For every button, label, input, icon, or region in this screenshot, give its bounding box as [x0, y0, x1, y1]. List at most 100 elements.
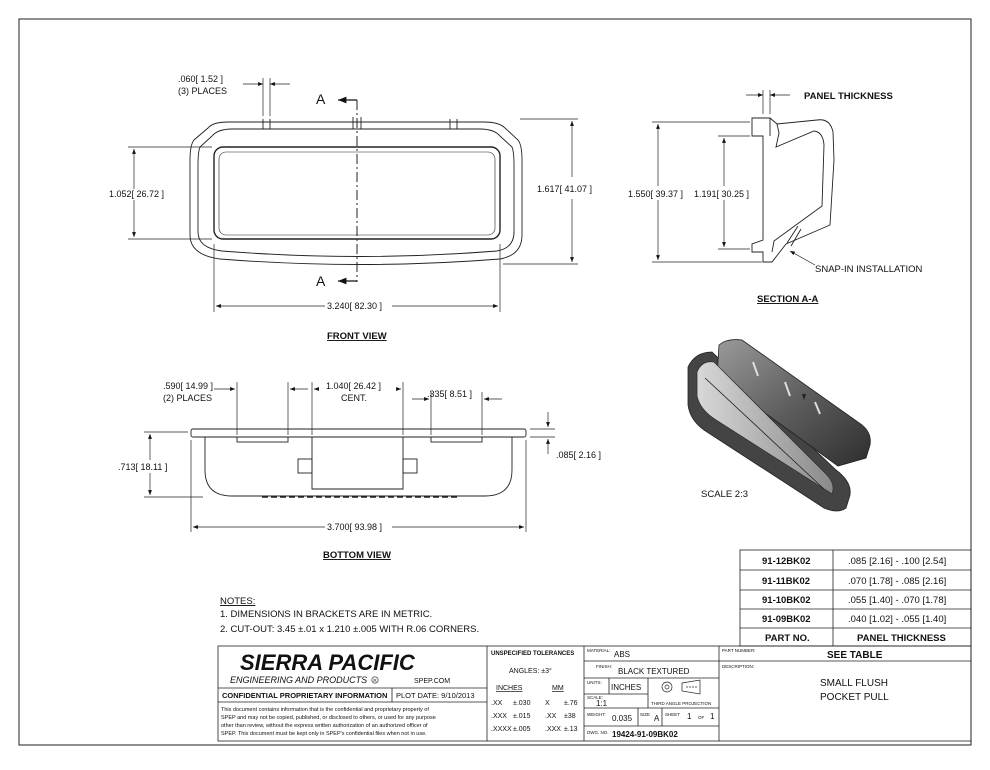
disclaimer-line-4: SPEP. This document must be kept only in… [221, 731, 427, 737]
description-label: DESCRIPTION: [722, 664, 754, 669]
tolerances-heading: UNSPECIFIED TOLERANCES [491, 651, 574, 657]
partnumber-value: SEE TABLE [827, 650, 883, 661]
dim-section-inner: 1.191[ 30.25 ] [694, 189, 749, 199]
size-label: SIZE [640, 712, 650, 717]
part-row-1-thickness: .085 [2.16] - .100 [2.54] [848, 556, 946, 567]
front-view [189, 117, 523, 265]
tol-row-3-mm-fmt: .XXX [545, 726, 561, 733]
tol-row-3-in-val: ±.005 [513, 726, 531, 733]
part-row-4-thickness: .040 [1.02] - .055 [1.40] [848, 614, 946, 625]
sheet-border [18, 18, 972, 746]
part-row-1-number: 91-12BK02 [762, 556, 811, 567]
part-table [739, 549, 972, 647]
tol-row-1-mm-fmt: X [545, 700, 550, 707]
projection-symbol-icon [661, 679, 701, 695]
dim-front-width: 3.240[ 82.30 ] [327, 301, 382, 311]
dim-tabs-places: (2) PLACES [163, 393, 212, 403]
dim-slot-width: .060[ 1.52 ] [178, 74, 223, 84]
tolerance-mm-label: MM [552, 685, 564, 692]
weight-value: 0.035 [612, 714, 633, 723]
iso-view [687, 339, 871, 512]
section-cut-markers: A A [316, 91, 357, 289]
iso-scale-label: SCALE 2:3 [701, 489, 748, 500]
section-view-title: SECTION A-A [757, 294, 819, 305]
disclaimer-line-2: SPEP and may not be copied, published, o… [221, 715, 436, 721]
finish-value: BLACK TEXTURED [618, 667, 690, 676]
note-2: 2. CUT-OUT: 3.45 ±.01 x 1.210 ±.005 WITH… [220, 624, 479, 635]
section-dimensions [652, 90, 816, 266]
tol-row-2-in-fmt: .XXX [491, 713, 507, 720]
front-view-title: FRONT VIEW [327, 331, 387, 342]
description-line-2: POCKET PULL [820, 692, 889, 703]
dim-flange: .085[ 2.16 ] [556, 450, 601, 460]
tol-row-1-mm-val: ±.76 [564, 700, 578, 707]
dim-length: 3.700[ 93.98 ] [327, 522, 382, 532]
section-view [751, 117, 835, 263]
part-row-2-number: 91-11BK02 [762, 576, 810, 587]
sheet-value: 1 [687, 712, 692, 721]
bottom-dimensions [144, 382, 555, 532]
partnumber-label: PART NUMBER: [722, 648, 756, 653]
section-label-bottom: A [316, 273, 326, 289]
part-table-header-thickness: PANEL THICKNESS [857, 633, 946, 644]
scale-value: 1:1 [596, 699, 608, 708]
dwg-no-value: 19424-91-09BK02 [612, 730, 678, 739]
company-subtitle: ENGINEERING AND PRODUCTS [230, 675, 367, 685]
confidential-heading: CONFIDENTIAL PROPRIETARY INFORMATION [222, 691, 387, 700]
dim-outer-height: 1.617[ 41.07 ] [537, 184, 592, 194]
units-value: INCHES [611, 683, 641, 692]
tol-row-1-in-val: ±.030 [513, 700, 531, 707]
material-value: ABS [614, 650, 630, 659]
company-website: SPEP.COM [414, 678, 450, 685]
dim-center-note: CENT. [341, 393, 367, 403]
scale-label: SCALE: [587, 695, 603, 700]
tol-row-3-mm-val: ±.13 [564, 726, 578, 733]
svg-text:R: R [373, 678, 377, 683]
part-row-2-thickness: .070 [1.78] - .085 [2.16] [848, 576, 946, 587]
bottom-view-title: BOTTOM VIEW [323, 550, 391, 561]
part-table-header-part: PART NO. [765, 633, 810, 644]
tol-row-2-in-val: ±.015 [513, 713, 531, 720]
disclaimer-line-3: other than review, without the express w… [221, 723, 428, 729]
tol-row-1-in-fmt: .XX [491, 700, 503, 707]
registered-icon: R [371, 676, 379, 684]
plot-date: PLOT DATE: 9/10/2013 [396, 691, 475, 700]
description-line-1: SMALL FLUSH [820, 678, 888, 689]
notes-heading: NOTES: [220, 596, 255, 607]
tol-row-3-in-fmt: .XXXX [491, 726, 512, 733]
title-block [217, 645, 972, 742]
dim-tabs: .590[ 14.99 ] [163, 381, 213, 391]
weight-label: WEIGHT: [587, 712, 606, 717]
dim-depth: .713[ 18.11 ] [118, 462, 167, 472]
dim-inner-height: 1.052[ 26.72 ] [109, 189, 164, 199]
material-label: MATERIAL: [587, 648, 610, 653]
part-row-3-number: 91-10BK02 [762, 595, 811, 606]
dim-tab-width: .335[ 8.51 ] [427, 389, 472, 399]
units-label: UNITS: [587, 680, 602, 685]
dim-slot-places: (3) PLACES [178, 86, 227, 96]
snap-in-label: SNAP-IN INSTALLATION [815, 264, 922, 275]
company-name: SIERRA PACIFIC [240, 650, 416, 675]
dim-section-total: 1.550[ 39.37 ] [628, 189, 683, 199]
finish-label: FINISH: [596, 664, 612, 669]
note-1: 1. DIMENSIONS IN BRACKETS ARE IN METRIC. [220, 609, 432, 620]
size-value: A [654, 714, 660, 723]
panel-thickness-label: PANEL THICKNESS [804, 91, 893, 102]
tolerance-angles: ANGLES: ±3° [509, 667, 552, 675]
tol-row-2-mm-val: ±38 [564, 713, 576, 720]
disclaimer-line-1: This document contains information that … [221, 707, 429, 713]
section-label-top: A [316, 91, 326, 107]
tolerance-inches-label: INCHES [496, 685, 523, 692]
dim-center: 1.040[ 26.42 ] [326, 381, 381, 391]
part-row-3-thickness: .055 [1.40] - .070 [1.78] [848, 595, 946, 606]
dwg-no-label: DWG. NO. [587, 730, 609, 735]
sheet-label: SHEET [665, 712, 680, 717]
projection-label: THIRD ANGLE PROJECTION [651, 701, 711, 706]
bottom-view [190, 428, 527, 498]
front-dimensions [128, 78, 578, 312]
tol-row-2-mm-fmt: .XX [545, 713, 557, 720]
sheet-of-label: OF [698, 715, 705, 720]
part-row-4-number: 91-09BK02 [762, 614, 811, 625]
